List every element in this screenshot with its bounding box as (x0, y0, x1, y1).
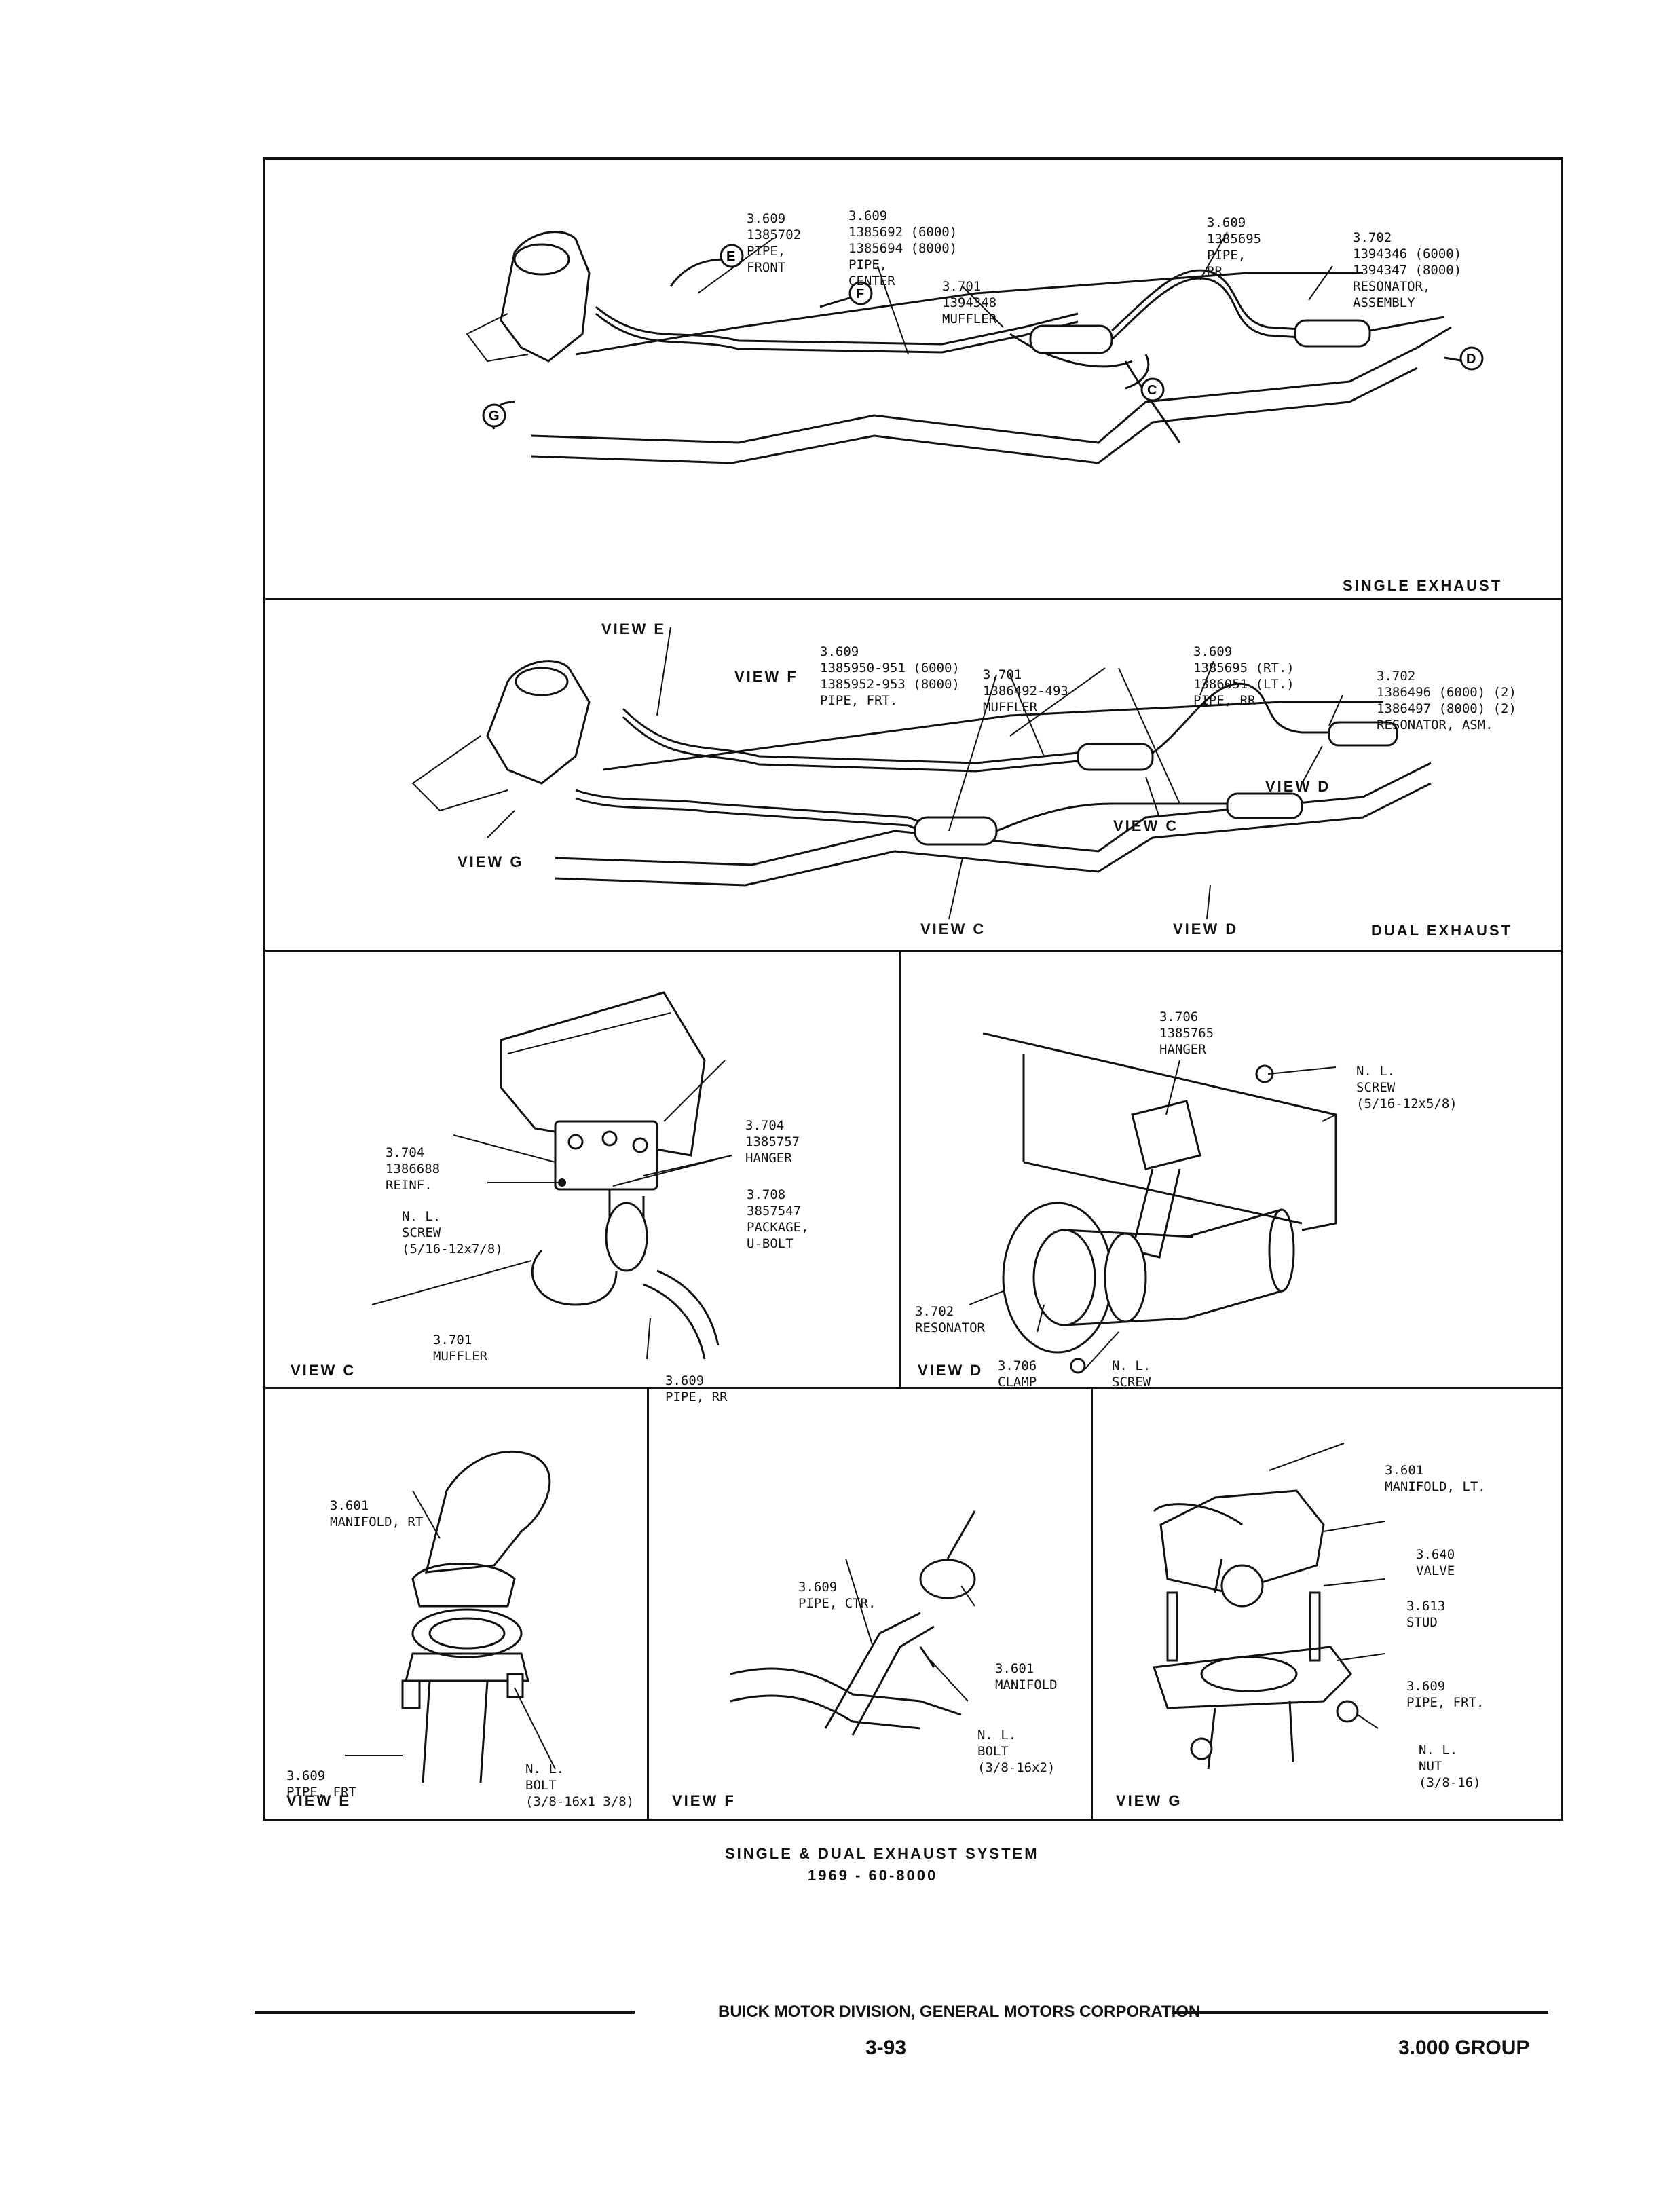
view-f-title: VIEW F (672, 1792, 736, 1809)
view-f-diagram (730, 1510, 976, 1736)
svg-text:D: D (1466, 352, 1476, 367)
dual-view-d-upper-label: VIEW D (1265, 778, 1331, 795)
view-d-diagram (969, 1032, 1337, 1374)
footer-rule-right (1172, 2011, 1548, 2014)
view-d-callout-screw-bottom: N. L.SCREW (1112, 1358, 1151, 1390)
view-e-callout-bolt: N. L.BOLT(3/8-16x1 3/8) (525, 1762, 635, 1809)
dual-exhaust-diagram (411, 627, 1432, 920)
dual-view-f-label: VIEW F (734, 668, 798, 685)
figure-frame (263, 157, 1563, 1821)
view-g-title: VIEW G (1116, 1792, 1182, 1809)
svg-text:F: F (856, 286, 864, 301)
view-c-title: VIEW C (291, 1362, 356, 1379)
view-f-callout-bolt: N. L.BOLT(3/8-16x2) (977, 1728, 1056, 1775)
footer-page-number: 3-93 (865, 2037, 907, 2059)
svg-text:C: C (1147, 383, 1157, 398)
arrow-e-icon: E (669, 244, 744, 287)
view-g-diagram (1152, 1443, 1385, 1770)
view-g-callout-nut: N. L.NUT(3/8-16) (1419, 1743, 1481, 1790)
dual-view-d-lower-label: VIEW D (1173, 921, 1239, 937)
svg-text:G: G (489, 409, 500, 424)
view-e-title: VIEW E (286, 1792, 352, 1809)
dual-exhaust-caption: DUAL EXHAUST (1371, 922, 1512, 939)
view-d-callout-screw-top: N. L.SCREW(5/16-12x5/8) (1356, 1064, 1457, 1111)
arrow-d-icon: D (1444, 346, 1484, 371)
view-d-title: VIEW D (918, 1362, 984, 1379)
dual-view-g-label: VIEW G (458, 853, 524, 870)
figure-caption-line2: 1969 - 60-8000 (808, 1867, 938, 1884)
arrow-g-icon: G (482, 401, 515, 430)
dual-view-c-upper-label: VIEW C (1113, 817, 1179, 834)
arrow-f-icon: F (819, 281, 873, 308)
figure-caption-line1: SINGLE & DUAL EXHAUST SYSTEM (725, 1845, 1039, 1862)
view-c-diagram (371, 991, 732, 1360)
view-e-diagram (345, 1450, 556, 1783)
single-exhaust-diagram: E F G C D (466, 231, 1484, 464)
dual-view-e-label: VIEW E (601, 620, 667, 637)
footer-rule-left (255, 2011, 635, 2014)
view-c-callout-screw: N. L.SCREW(5/16-12x7/8) (402, 1209, 503, 1257)
arrow-c-icon: C (1125, 354, 1165, 402)
single-exhaust-caption: SINGLE EXHAUST (1343, 577, 1503, 594)
dual-view-c-lower-label: VIEW C (920, 921, 986, 937)
footer-division: BUICK MOTOR DIVISION, GENERAL MOTORS COR… (718, 2003, 1201, 2021)
svg-text:E: E (726, 249, 735, 264)
footer-group: 3.000 GROUP (1398, 2037, 1530, 2059)
